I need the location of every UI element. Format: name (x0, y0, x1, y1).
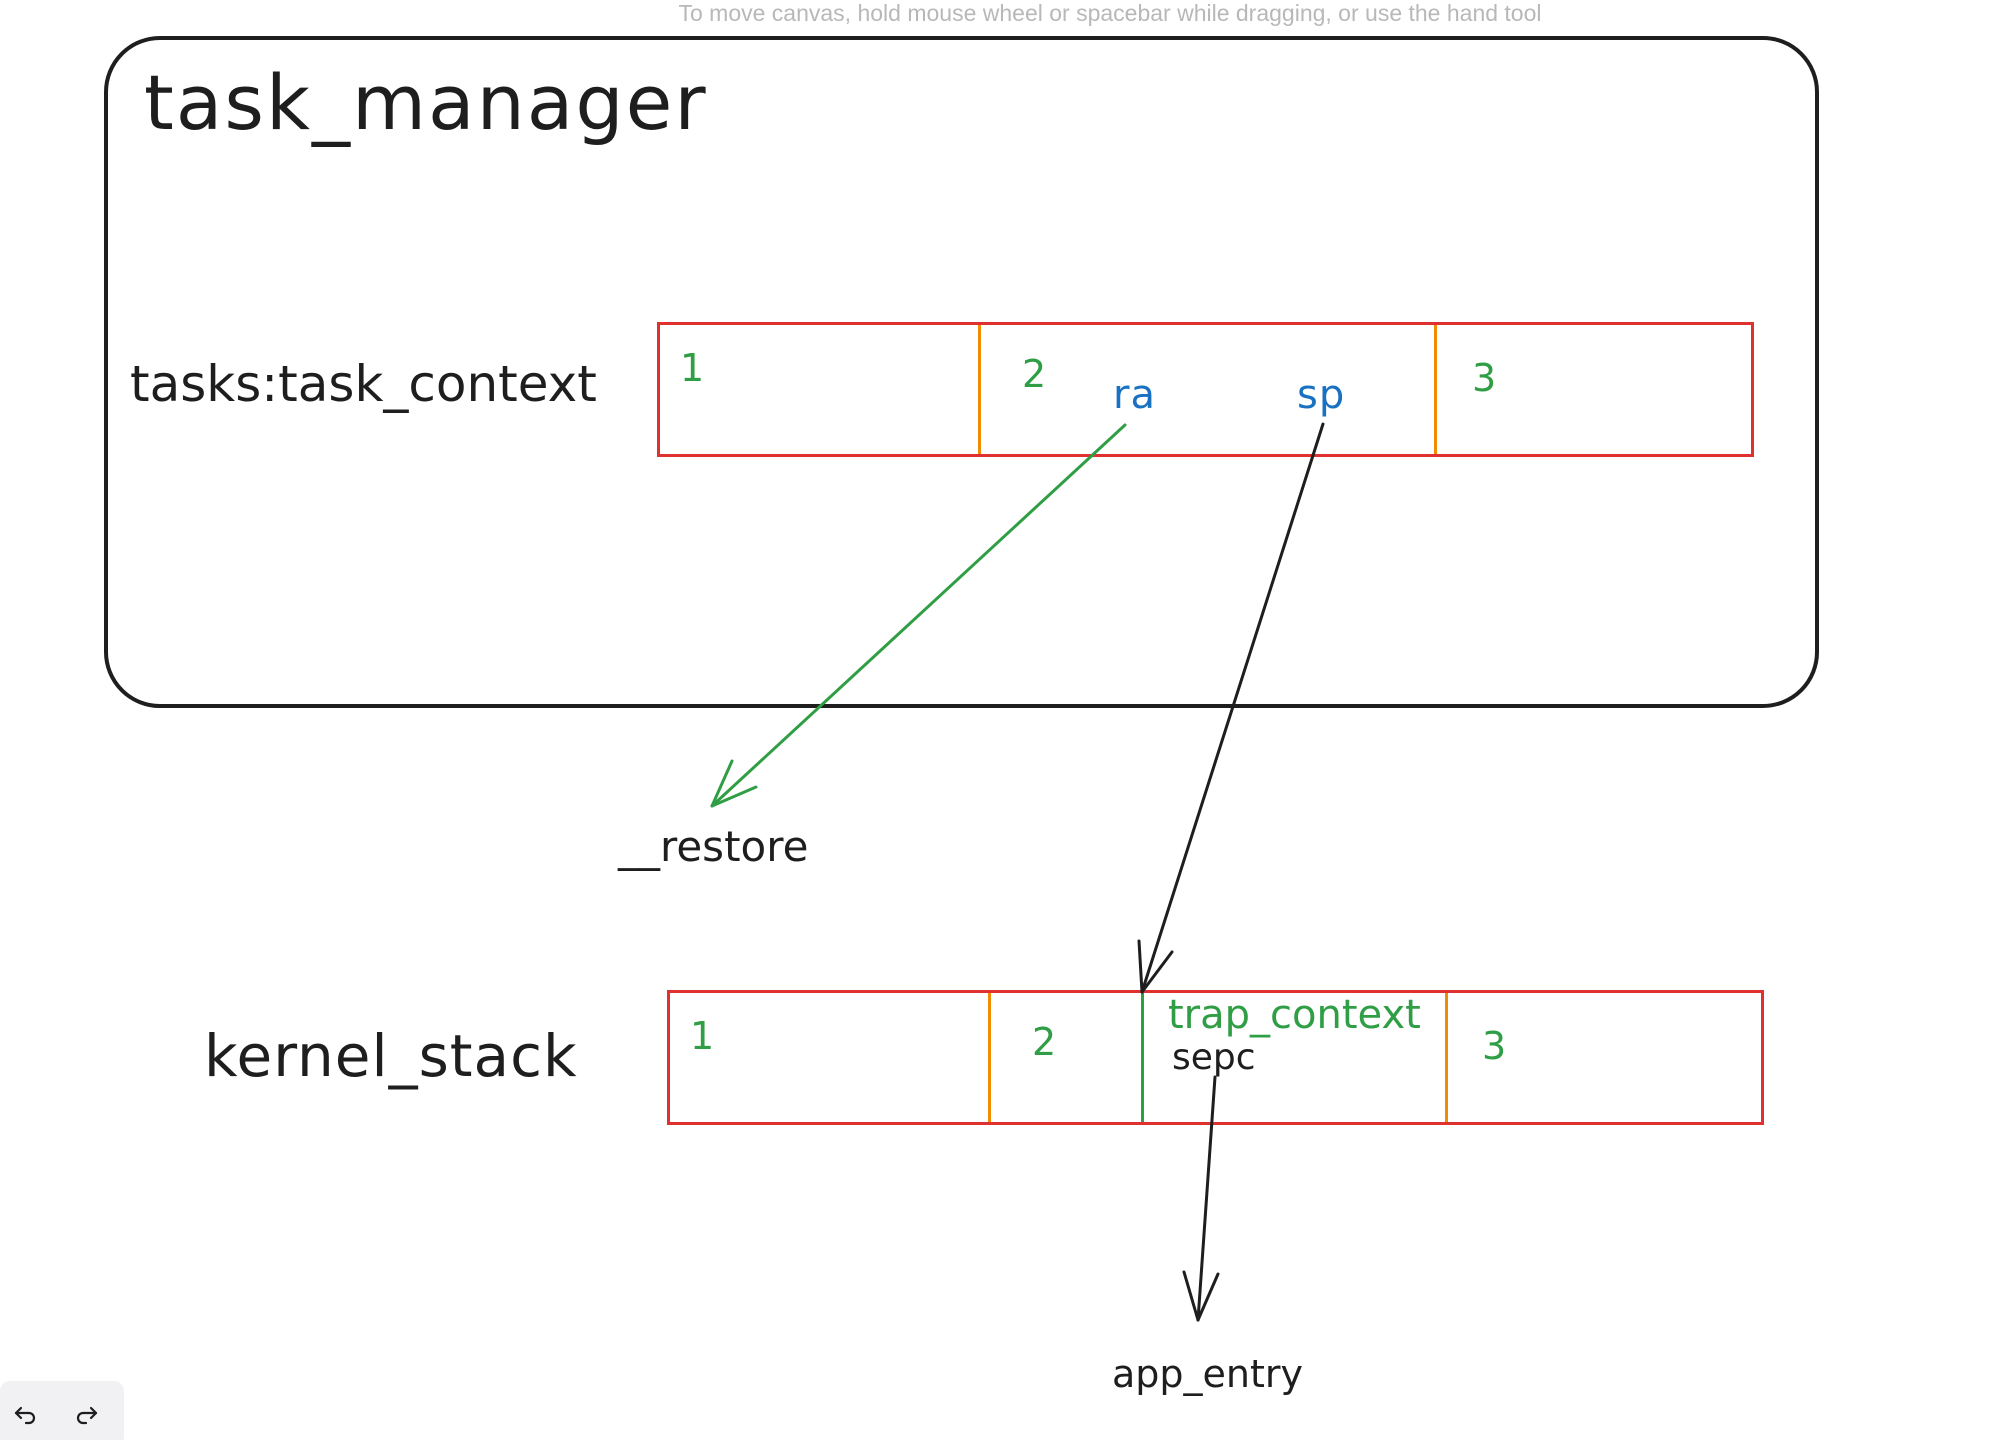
undo-icon (14, 1406, 36, 1425)
tasks-label: tasks:task_context (130, 355, 597, 413)
restore-label: __restore (618, 822, 809, 871)
kernel-stack-separator-2 (1141, 993, 1144, 1122)
redo-icon (76, 1406, 98, 1425)
task-context-cell-2: 2 (1022, 352, 1047, 396)
sepc-label: sepc (1172, 1037, 1256, 1078)
sp-label: sp (1297, 372, 1346, 418)
trap-context-label: trap_context (1168, 992, 1421, 1038)
kernel-stack-cell-3: 3 (1482, 1024, 1507, 1068)
kernel-stack-cell-1: 1 (690, 1014, 715, 1058)
task-context-cell-1: 1 (680, 346, 705, 390)
task-context-separator-1 (978, 325, 981, 454)
kernel-stack-cell-2: 2 (1032, 1020, 1057, 1064)
kernel-stack-separator-3 (1445, 993, 1448, 1122)
task-context-cell-3: 3 (1472, 356, 1497, 400)
task-context-separator-2 (1434, 325, 1437, 454)
task-context-box[interactable] (657, 322, 1754, 457)
kernel-stack-separator-1 (988, 993, 991, 1122)
undo-redo-toolbar (0, 1381, 124, 1440)
app-entry-label: app_entry (1112, 1352, 1304, 1396)
task-manager-title: task_manager (144, 58, 708, 147)
ra-label: ra (1113, 372, 1156, 418)
undo-button[interactable] (0, 1389, 50, 1439)
redo-button[interactable] (62, 1389, 112, 1439)
canvas-hint: To move canvas, hold mouse wheel or spac… (678, 0, 1542, 26)
kernel-stack-label: kernel_stack (204, 1022, 578, 1090)
